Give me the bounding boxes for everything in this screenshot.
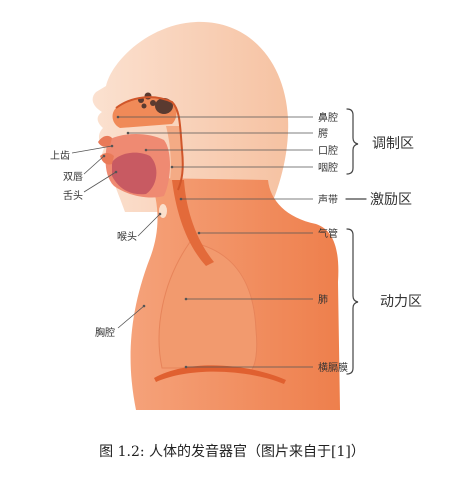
group-articulation: 调制区 [372, 136, 414, 152]
label-larynx: 喉头 [117, 231, 137, 243]
sinus-dot [141, 103, 147, 109]
label-thoracic-cavity: 胸腔 [95, 326, 115, 339]
bracket-articulation [346, 108, 359, 175]
vocal-organs-diagram: 鼻腔 腭 口腔 咽腔 声带 气管 肺 横膈膜 上齿 双唇 舌头 喉头 胸腔 调制… [50, 21, 422, 410]
left-leaders [71, 144, 162, 329]
label-tongue: 舌头 [63, 190, 83, 202]
label-palate: 腭 [318, 128, 328, 140]
pharynx-shape [166, 126, 184, 180]
label-lung: 肺 [318, 294, 328, 306]
label-diaphragm: 横膈膜 [318, 361, 348, 374]
diaphragm-shape [154, 365, 286, 384]
trachea-shape [172, 180, 214, 266]
label-upper-teeth: 上齿 [50, 150, 70, 162]
label-nasal-cavity: 鼻腔 [318, 111, 338, 124]
label-trachea: 气管 [318, 227, 338, 240]
lip-lower [100, 153, 114, 165]
sinus-dot [150, 100, 156, 106]
right-leaders [116, 115, 313, 369]
bracket-power [346, 228, 359, 375]
lip-upper [98, 135, 112, 147]
figure-caption: 图 1.2: 人体的发音器官（图片来自于[1]） [99, 444, 365, 460]
group-power: 动力区 [380, 294, 422, 310]
group-excitation: 激励区 [370, 191, 412, 208]
vocal-tract-outline [115, 96, 184, 191]
larynx-shape [159, 204, 167, 218]
label-vocal-cords: 声带 [318, 193, 338, 206]
label-lips: 双唇 [63, 171, 83, 183]
sinus-cavity [155, 98, 173, 114]
tongue-shape [112, 152, 157, 195]
label-pharynx: 咽腔 [318, 161, 338, 174]
label-oral-cavity: 口腔 [318, 144, 338, 157]
sinus-dot [144, 92, 152, 100]
